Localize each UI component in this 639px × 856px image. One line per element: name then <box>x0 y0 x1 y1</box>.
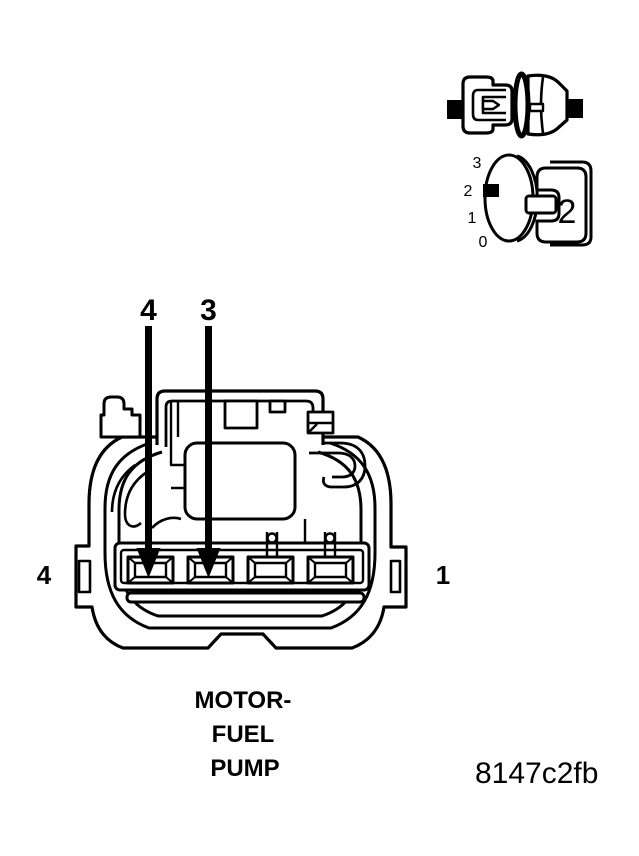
terminal-strip-inner <box>119 548 365 585</box>
mating-connector-icon <box>447 71 583 139</box>
arrow-label-4: 4 <box>140 294 157 327</box>
terminal-cavity-1 <box>306 555 355 585</box>
connector-half-male <box>526 73 569 137</box>
keying-block-depth <box>550 160 593 247</box>
lock-slot <box>528 102 545 113</box>
seal-arc-left-1 <box>110 463 136 513</box>
terminal-cavity-2 <box>246 555 295 585</box>
keying-selected-value: 2 <box>558 193 577 231</box>
seal-curl-right-outer <box>309 441 367 489</box>
cap-index-notch-small <box>268 399 287 414</box>
component-label: MOTOR- FUEL PUMP <box>195 687 292 782</box>
latch-block-detail <box>307 421 333 434</box>
keying-block <box>535 166 588 244</box>
keying-position-marker <box>483 184 499 197</box>
inner-contour-2 <box>117 450 363 618</box>
arrow-to-cavity-3 <box>196 326 221 578</box>
keying-scale-3: 3 <box>473 155 482 172</box>
figure-code: 8147c2fb <box>475 757 598 790</box>
right-wing-slot <box>389 559 402 594</box>
central-cavity <box>183 441 297 521</box>
arrow-label-3: 3 <box>200 294 217 327</box>
seal-arc-left-3 <box>151 516 182 529</box>
cavity-label-left: 4 <box>37 560 52 590</box>
keying-scale-1: 1 <box>468 210 477 227</box>
keying-scale-0: 0 <box>479 234 488 251</box>
latch-eyelet-cavity-2 <box>266 532 278 544</box>
keying-tab <box>524 194 558 215</box>
strip-lower-bar <box>125 591 366 604</box>
keying-indicator-icon: 3 2 1 0 2 <box>464 153 593 251</box>
keying-scale-2: 2 <box>464 183 473 200</box>
component-label-line3: PUMP <box>210 755 279 782</box>
terminal-strip-outer <box>113 541 371 592</box>
wire-stub-right <box>566 99 583 118</box>
terminal-slot-outline <box>471 88 506 122</box>
wire-stub-left <box>447 100 464 119</box>
terminal-tongue <box>481 99 501 111</box>
seal-arc-left-2 <box>123 470 148 528</box>
cap-index-notch-large <box>223 399 259 430</box>
top-left-tab <box>99 395 142 439</box>
seal-curl-right-inner <box>309 451 357 479</box>
left-wing-slot <box>77 559 92 594</box>
cavity-label-right: 1 <box>436 560 450 590</box>
component-label-line2: FUEL <box>212 721 275 748</box>
arrow-to-cavity-4 <box>136 326 161 578</box>
inner-contour-1 <box>103 441 377 630</box>
component-label-line1: MOTOR- <box>195 687 292 714</box>
seal-ring <box>512 71 531 139</box>
latch-eyelet-cavity-1 <box>324 532 336 544</box>
connector-face-drawing: 4 3 4 1 <box>37 294 450 650</box>
